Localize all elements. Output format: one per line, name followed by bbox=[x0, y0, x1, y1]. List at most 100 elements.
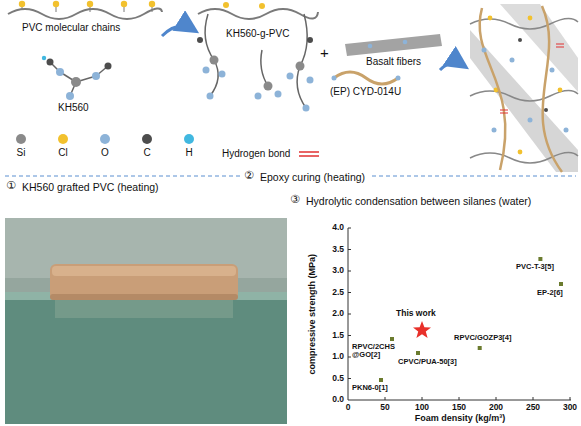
chart-axes-part bbox=[348, 271, 351, 272]
grafted-chain-part bbox=[203, 67, 210, 74]
legend-swatch bbox=[142, 134, 152, 144]
foam-network-part bbox=[518, 150, 523, 155]
chart-axes-part bbox=[385, 397, 386, 400]
data-points bbox=[379, 257, 563, 382]
silanol-dot bbox=[368, 44, 373, 49]
kh560-molecule-part bbox=[42, 56, 46, 60]
step-number: ① bbox=[6, 180, 16, 193]
chart-axes-part bbox=[459, 397, 460, 400]
legend-label: C bbox=[143, 147, 150, 159]
legend-swatch bbox=[100, 134, 110, 144]
tick-label: 1.5 bbox=[332, 331, 344, 341]
foam-network-part bbox=[550, 68, 555, 73]
grafted-chain-part bbox=[197, 37, 203, 43]
hydrogen-bond-sample bbox=[298, 149, 320, 159]
tick-label: 2.0 bbox=[332, 309, 344, 319]
tick-label: 50 bbox=[380, 403, 389, 413]
foam-photo-part bbox=[5, 296, 287, 424]
foam-network-part bbox=[518, 38, 522, 42]
grafted-chain-part bbox=[307, 77, 314, 84]
point-label: RPVC/GOZP3[4] bbox=[454, 334, 512, 343]
foam-network-part bbox=[470, 18, 578, 29]
molecule-label: PVC molecular chains bbox=[22, 22, 120, 34]
tick-label: 0 bbox=[346, 403, 351, 413]
step-label: KH560 grafted PVC (heating) bbox=[22, 181, 159, 193]
grafted-chain bbox=[197, 2, 318, 112]
kh560-molecule-part bbox=[92, 72, 100, 80]
legend-swatch bbox=[58, 134, 68, 144]
grafted-chain-part bbox=[264, 82, 273, 91]
chart-axes-part bbox=[348, 335, 351, 336]
chart-axes-part bbox=[348, 314, 351, 315]
data-points-part bbox=[390, 337, 394, 341]
foam-photo-part bbox=[5, 218, 287, 278]
chart-axes-part bbox=[570, 397, 571, 400]
foam-photo-part bbox=[50, 264, 238, 300]
chart-axes bbox=[348, 228, 571, 400]
foam-photo-part bbox=[5, 218, 287, 424]
material-label: Basalt fibers bbox=[366, 56, 421, 68]
chart-axes-part bbox=[348, 228, 351, 229]
foam-photo-part bbox=[50, 294, 238, 300]
hydrogen-bond-line bbox=[299, 151, 319, 153]
chart-axes-part bbox=[348, 292, 351, 293]
legend-label: Hydrogen bond bbox=[222, 148, 290, 160]
grafted-chain-part bbox=[261, 50, 268, 86]
material-label: (EP) CYD-014U bbox=[330, 86, 401, 98]
chart-axes-part bbox=[348, 357, 351, 358]
epoxy-end bbox=[332, 76, 337, 81]
data-points-part bbox=[478, 346, 482, 350]
pvc-chain-part bbox=[19, 1, 25, 7]
pvc-chain-part bbox=[149, 1, 155, 7]
legend-swatch bbox=[184, 134, 194, 144]
grafted-chain-part bbox=[210, 56, 219, 65]
grafted-chain-part bbox=[207, 93, 214, 100]
process-arrow bbox=[162, 26, 194, 36]
axis-title: Foam density (kg/m³) bbox=[415, 413, 506, 423]
grafted-chain-part bbox=[198, 9, 318, 19]
step-number: ② bbox=[244, 170, 254, 183]
tick-label: 1.0 bbox=[332, 352, 344, 362]
grafted-chain-part bbox=[275, 91, 282, 98]
grafted-chain-part bbox=[255, 93, 262, 100]
legend-label: Si bbox=[17, 147, 26, 159]
grafted-chain-part bbox=[297, 14, 307, 108]
this-work-star bbox=[413, 321, 431, 338]
foam-network-part bbox=[470, 152, 578, 163]
grafted-chain-part bbox=[287, 73, 294, 80]
point-label: CPVC/PUA-50[3] bbox=[398, 358, 457, 367]
tick-label: 100 bbox=[415, 403, 429, 413]
point-label: EP-2[6] bbox=[537, 289, 563, 298]
data-points-part bbox=[538, 257, 542, 261]
epoxy-end bbox=[396, 76, 401, 81]
point-label: PVC-T-3[5] bbox=[516, 263, 554, 272]
legend-label: O bbox=[101, 147, 109, 159]
grafted-chain-part bbox=[307, 37, 313, 43]
chart-axes-part bbox=[422, 397, 423, 400]
step-number: ③ bbox=[290, 194, 300, 207]
foam-network-part bbox=[528, 16, 533, 21]
foam-network-part bbox=[544, 108, 548, 112]
tick-label: 250 bbox=[526, 403, 540, 413]
tick-label: 4.0 bbox=[332, 223, 344, 233]
foam-network-part bbox=[488, 16, 493, 21]
tick-label: 0.5 bbox=[332, 374, 344, 384]
foam-network-part bbox=[482, 48, 487, 53]
foam-network-part bbox=[564, 128, 569, 133]
tick-label: 200 bbox=[489, 403, 503, 413]
grafted-chain-part bbox=[259, 3, 265, 9]
kh560-molecule-part bbox=[71, 77, 81, 87]
dashed-separator bbox=[5, 176, 240, 177]
legend-label: H bbox=[185, 147, 192, 159]
kh560-molecule bbox=[42, 56, 112, 100]
foam-photo bbox=[5, 218, 287, 424]
epoxy-chain bbox=[334, 72, 398, 84]
foam-network-part bbox=[470, 90, 578, 101]
kh560-molecule-part bbox=[56, 68, 64, 76]
kh560-molecule-part bbox=[66, 92, 74, 100]
tick-label: 150 bbox=[452, 403, 466, 413]
kh560-molecule-part bbox=[105, 63, 112, 70]
grafted-chain-part bbox=[223, 2, 229, 8]
chart-axes-part bbox=[496, 397, 497, 400]
